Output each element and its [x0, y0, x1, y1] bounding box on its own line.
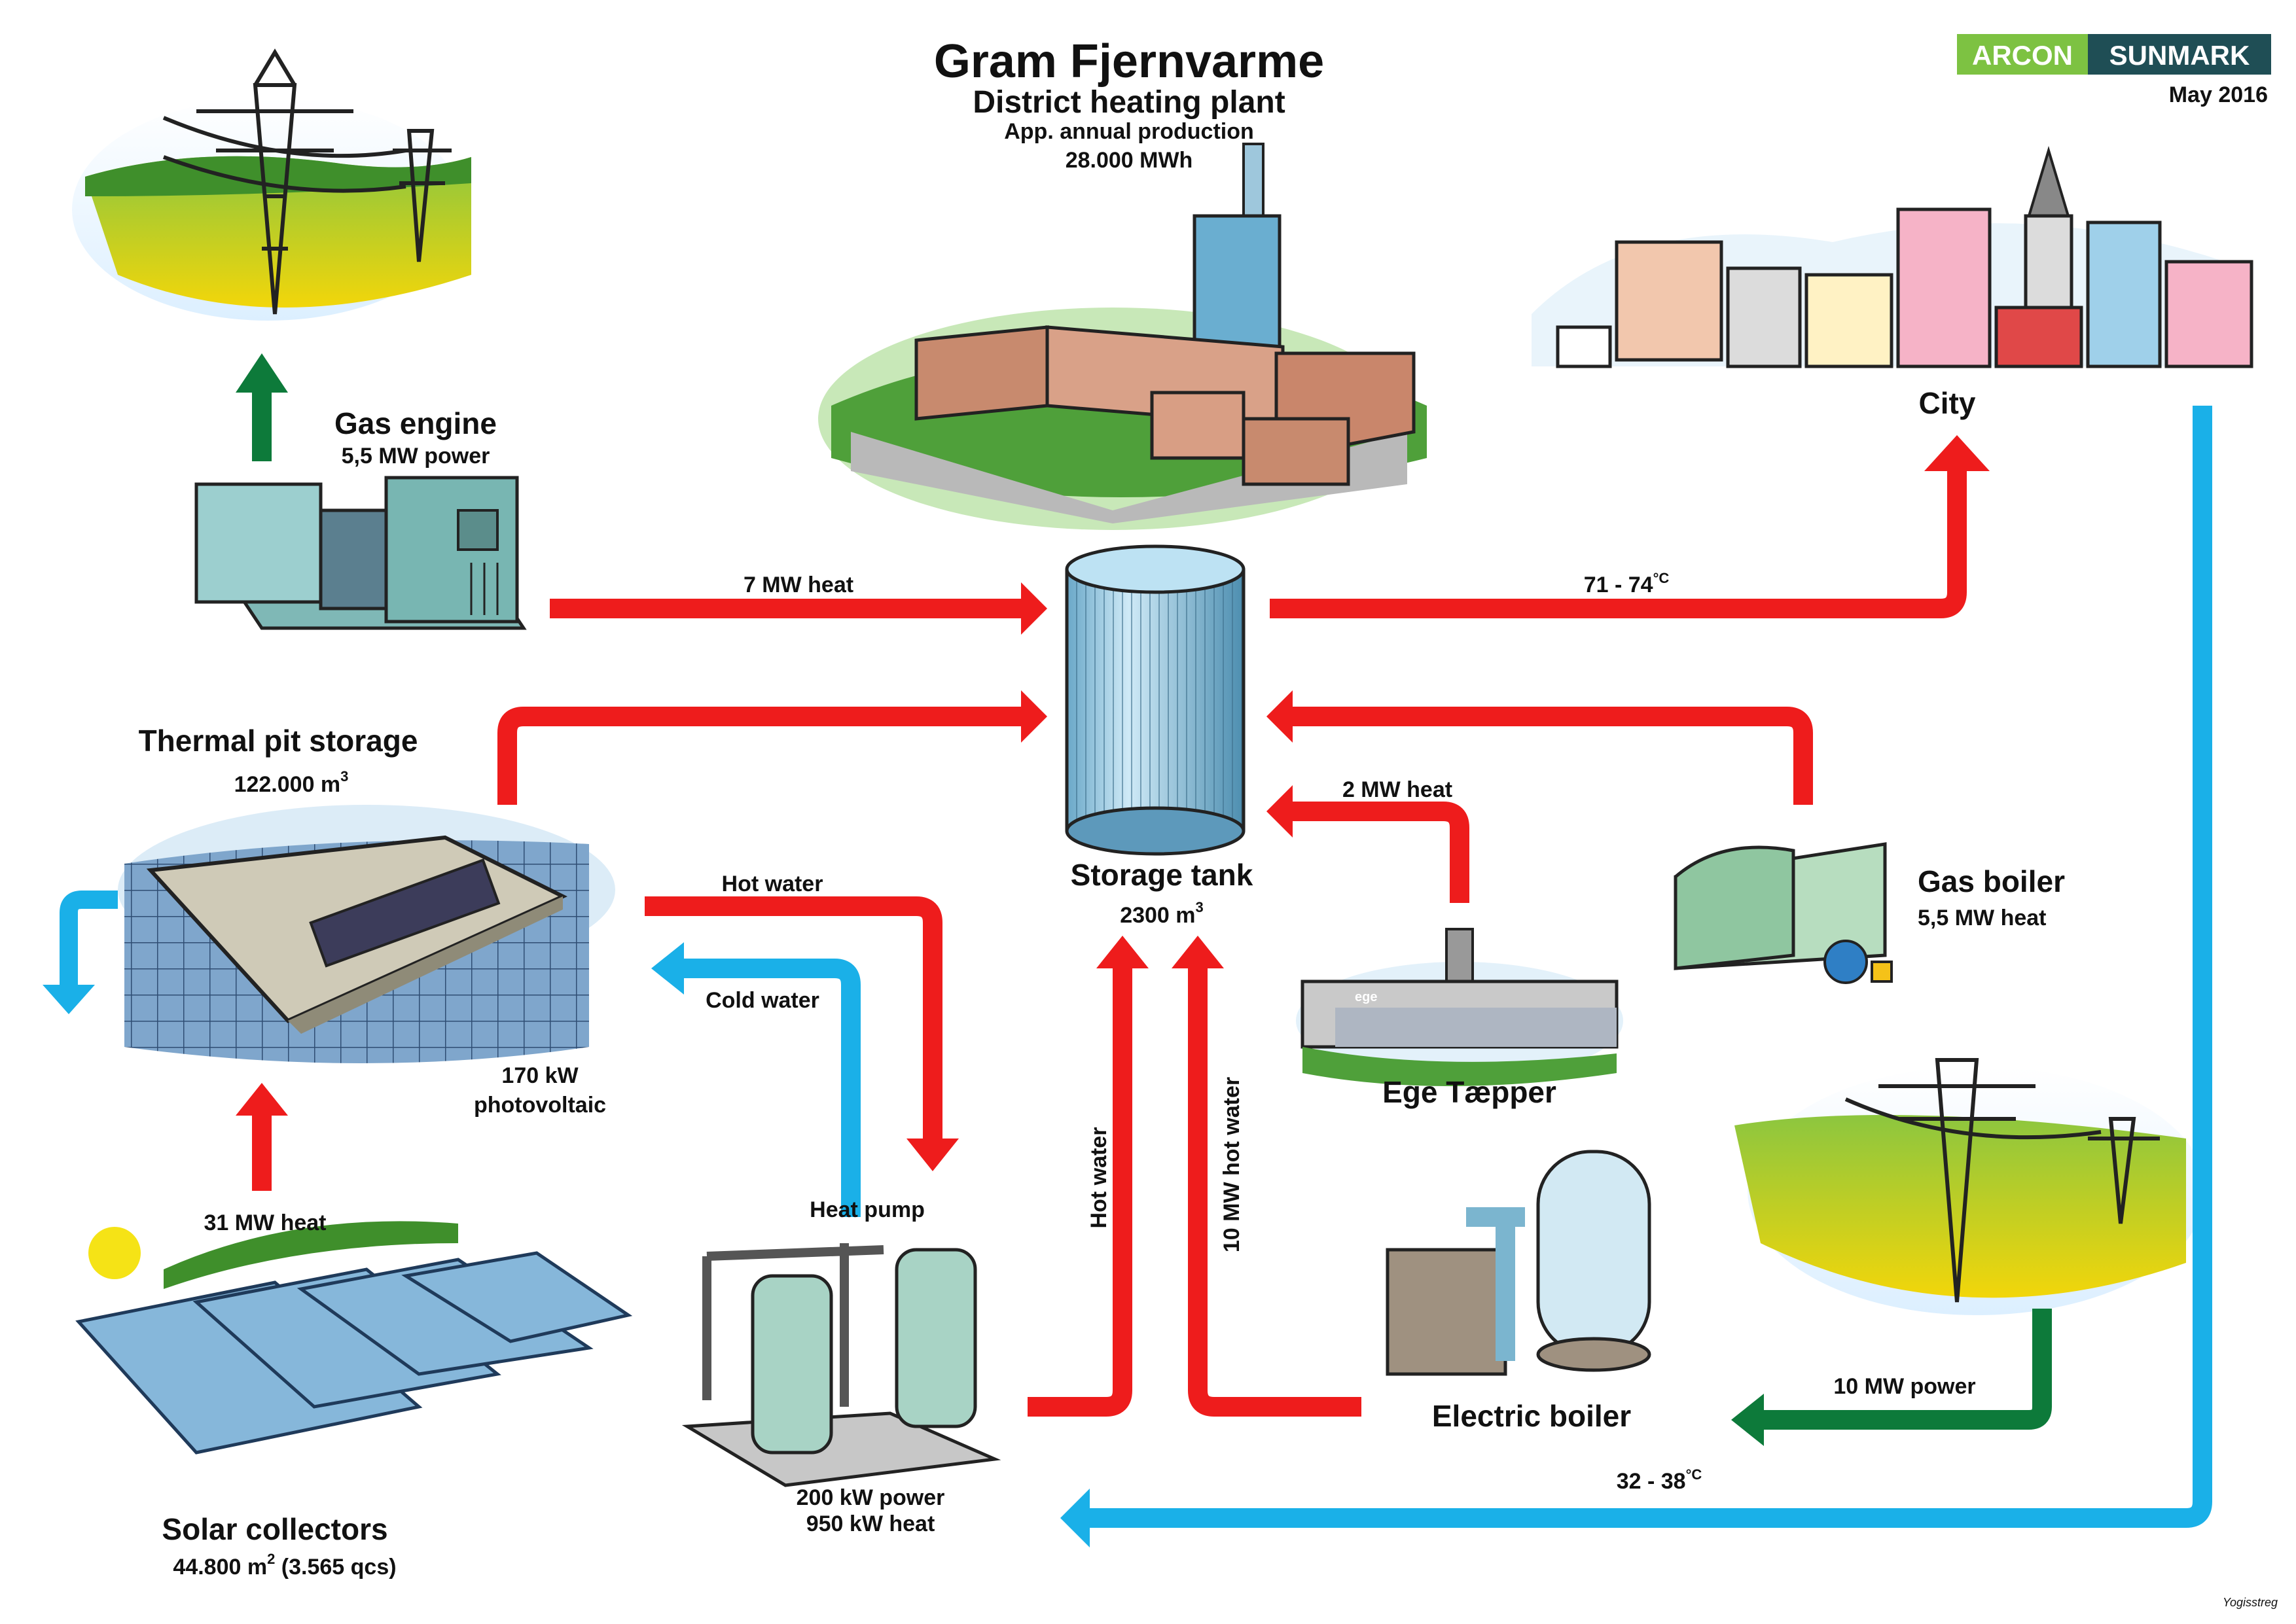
- flow-label-solar: 31 MW heat: [204, 1210, 326, 1235]
- city-illustration: [1532, 146, 2253, 368]
- gas-boiler-detail: 5,5 MW heat: [1918, 906, 2046, 930]
- ege-label: Ege Tæpper: [1382, 1075, 1556, 1109]
- arrow-pit-out: [60, 891, 118, 985]
- storage-tank-detail: 2300 m3: [1120, 899, 1204, 928]
- arrow-eboiler-to-tank: [1188, 968, 1361, 1417]
- page-subtitle: District heating plant: [973, 85, 1285, 120]
- pv-line1: 170 kW: [501, 1063, 579, 1088]
- arrow-grid-to-eboiler: [1761, 1309, 2052, 1430]
- arcon-sunmark-logo: ARCON SUNMARK: [1957, 34, 2271, 75]
- city-label: City: [1919, 386, 1976, 420]
- ege-sign: ege: [1355, 990, 1377, 1004]
- flow-label-grid-power: 10 MW power: [1833, 1374, 1975, 1399]
- electric-boiler-label: Electric boiler: [1432, 1399, 1631, 1433]
- pv-line2: photovoltaic: [474, 1093, 606, 1118]
- gas-boiler-illustration: [1674, 842, 1893, 984]
- ege-factory-illustration: [1296, 928, 1623, 1086]
- power-grid-illustration-top: [72, 48, 471, 321]
- thermal-pit-detail: 122.000 m3: [234, 768, 349, 797]
- arrow-cold-water: [681, 959, 861, 1217]
- flow-label-pit-hot-water: Hot water: [722, 872, 823, 896]
- gas-engine-detail: 5,5 MW power: [342, 444, 490, 468]
- arrow-gasboiler-to-tank: [1289, 707, 1813, 805]
- gas-engine-illustration: [194, 476, 527, 630]
- power-grid-illustration-bottom: [1734, 1058, 2206, 1315]
- arrow-heatpump-to-tank: [1028, 968, 1132, 1417]
- date-label: May 2016: [2169, 82, 2268, 107]
- gas-boiler-label: Gas boiler: [1918, 864, 2065, 898]
- flow-label-tank-to-city: 71 - 74°C: [1584, 570, 1670, 597]
- production-value: 28.000 MWh: [1066, 148, 1193, 173]
- svg-text:ARCON: ARCON: [1972, 40, 2073, 71]
- solar-collectors-illustration: [75, 1221, 633, 1455]
- flow-arrows: [43, 353, 2212, 1547]
- flow-label-eboiler-hot-water: 10 MW hot water: [1219, 1077, 1244, 1252]
- electric-boiler-illustration: [1386, 1150, 1651, 1376]
- arrow-city-return: [1086, 406, 2212, 1528]
- storage-tank-label: Storage tank: [1071, 858, 1253, 892]
- thermal-pit-illustration: [118, 805, 615, 1063]
- flow-label-hp-hot-water: Hot water: [1086, 1127, 1111, 1229]
- page-title: Gram Fjernvarme: [934, 35, 1324, 88]
- production-label: App. annual production: [1004, 119, 1254, 144]
- heating-plant-illustration: [818, 143, 1427, 530]
- arrow-pit-to-tank: [497, 707, 1021, 805]
- flow-label-return: 32 - 38°C: [1617, 1466, 1702, 1494]
- heat-pump-detail2: 950 kW heat: [806, 1511, 935, 1536]
- arrow-tank-to-city: [1270, 471, 1967, 618]
- flow-label-cold-water: Cold water: [706, 988, 819, 1013]
- heat-pump-label: Heat pump: [810, 1197, 925, 1222]
- gas-engine-label: Gas engine: [334, 406, 497, 440]
- thermal-pit-label: Thermal pit storage: [139, 724, 418, 758]
- arrow-pit-hot-water: [645, 896, 942, 1139]
- arrow-ege-to-tank: [1289, 802, 1469, 903]
- storage-tank-illustration: [1065, 544, 1246, 856]
- flow-label-ege: 2 MW heat: [1342, 777, 1452, 802]
- solar-collectors-detail: 44.800 m2 (3.565 qcs): [173, 1551, 396, 1580]
- flow-label-engine-to-tank: 7 MW heat: [744, 573, 853, 597]
- solar-collectors-label: Solar collectors: [162, 1512, 387, 1546]
- heat-pump-illustration: [681, 1243, 1001, 1487]
- svg-text:SUNMARK: SUNMARK: [2109, 40, 2250, 71]
- credit-text: Yogisstreg: [2223, 1596, 2278, 1609]
- heat-pump-detail1: 200 kW power: [797, 1485, 945, 1510]
